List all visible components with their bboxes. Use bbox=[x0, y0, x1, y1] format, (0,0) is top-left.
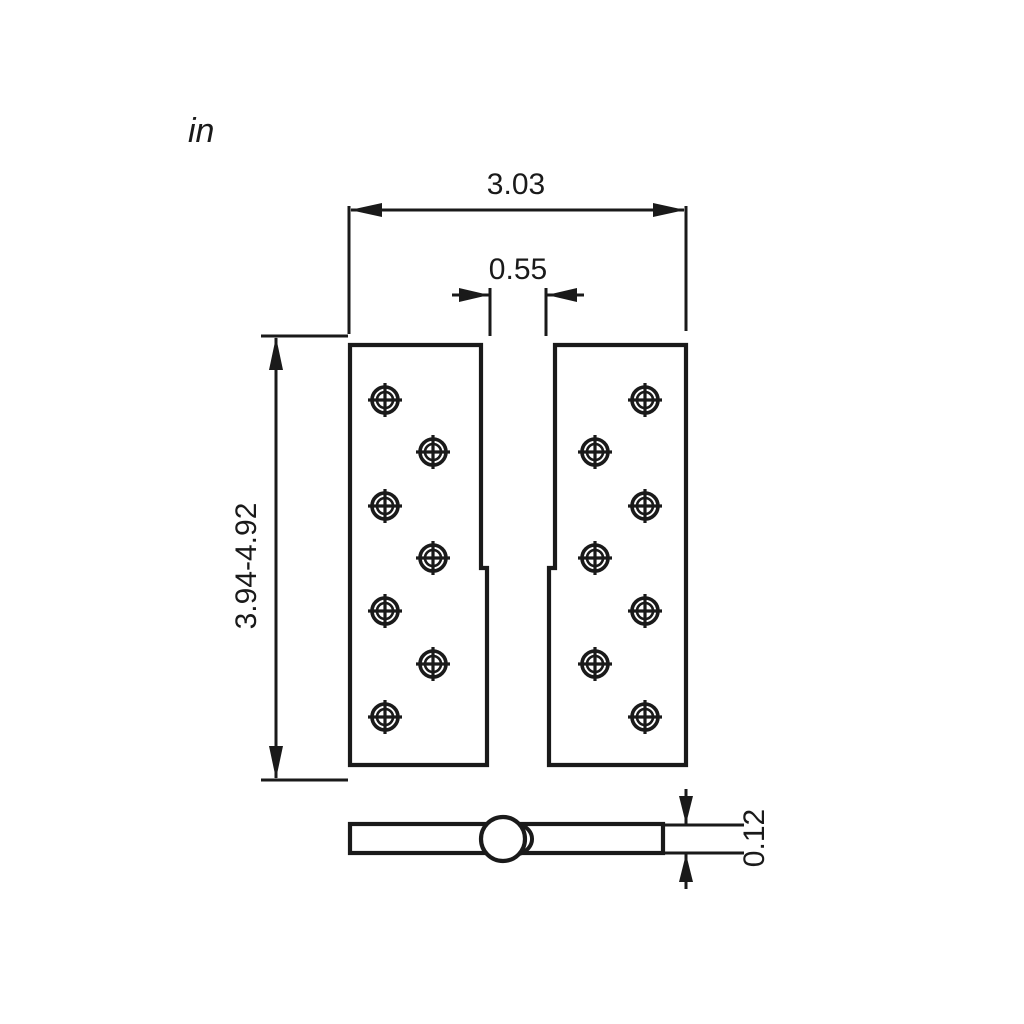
dimension-label-overall-height: 3.94-4.92 bbox=[230, 503, 263, 630]
dimension-overall-height: 3.94-4.92 bbox=[230, 334, 348, 782]
dimension-label-gap-width: 0.55 bbox=[489, 253, 547, 286]
hole bbox=[416, 541, 450, 575]
height-arrow-head-bottom bbox=[269, 746, 283, 779]
dimension-label-overall-width: 3.03 bbox=[487, 168, 545, 201]
arrow-head-left bbox=[350, 203, 382, 217]
hole bbox=[578, 647, 612, 681]
thickness-arrow-head-bottom bbox=[679, 854, 693, 882]
left-leaf-hole-group bbox=[368, 383, 450, 734]
arrow-head-right bbox=[653, 203, 685, 217]
hole bbox=[416, 435, 450, 469]
hole bbox=[368, 383, 402, 417]
hole bbox=[628, 594, 662, 628]
hole bbox=[628, 700, 662, 734]
left-hinge-leaf bbox=[347, 342, 490, 768]
right-hinge-leaf bbox=[546, 342, 689, 768]
right-leaf-hole-group bbox=[578, 383, 662, 734]
hole bbox=[368, 700, 402, 734]
thickness-arrow-head-top bbox=[679, 796, 693, 824]
dimension-label-thickness: 0.12 bbox=[738, 809, 771, 867]
dimension-thickness: 0.12 bbox=[663, 789, 771, 889]
hole bbox=[368, 594, 402, 628]
units-label: in bbox=[188, 112, 214, 150]
hole bbox=[628, 489, 662, 523]
front-view bbox=[347, 342, 689, 768]
dimension-gap-width: 0.55 bbox=[452, 253, 584, 336]
height-arrow-head-top bbox=[269, 337, 283, 370]
dimension-overall-width: 3.03 bbox=[347, 168, 688, 334]
gap-arrow-head-left bbox=[459, 288, 489, 302]
hinge-knuckle bbox=[478, 814, 528, 864]
knuckle-arc bbox=[518, 822, 535, 856]
gap-arrow-head-right bbox=[547, 288, 577, 302]
edge-view bbox=[347, 814, 666, 864]
hole bbox=[368, 489, 402, 523]
hole bbox=[416, 647, 450, 681]
hole bbox=[628, 383, 662, 417]
hole bbox=[578, 435, 612, 469]
hole bbox=[578, 541, 612, 575]
